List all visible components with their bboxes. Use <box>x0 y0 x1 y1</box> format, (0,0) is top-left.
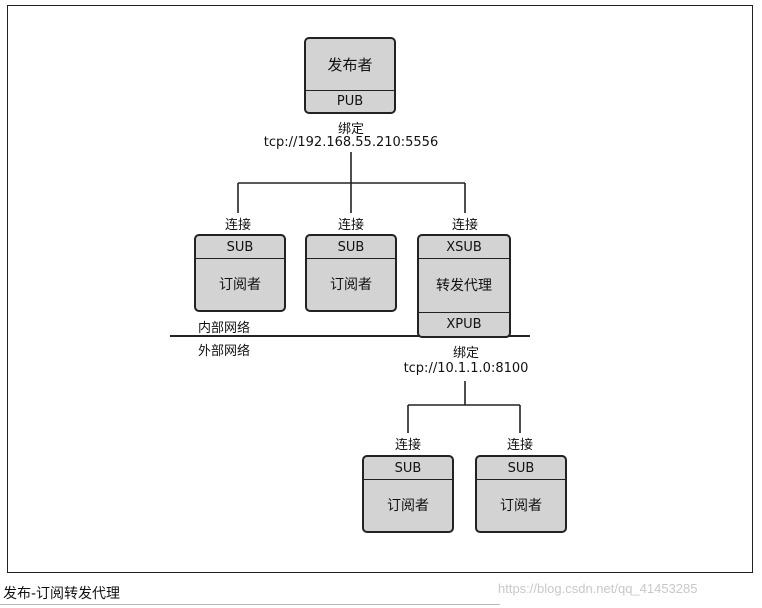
outer-subscriber-2: SUB 订阅者 <box>475 455 567 533</box>
publisher-name: 发布者 <box>327 56 373 74</box>
connect-label-5: 连接 <box>506 438 533 453</box>
proxy-name: 转发代理 <box>436 278 492 294</box>
outer-subscriber-1: SUB 订阅者 <box>362 455 454 533</box>
subscriber-name: 订阅者 <box>387 498 429 514</box>
proxy-bind-address: tcp://10.1.1.0:8100 <box>403 361 529 376</box>
subscriber-socket: SUB <box>477 457 565 480</box>
proxy-output-socket: XPUB <box>419 312 509 336</box>
connect-label-1: 连接 <box>224 218 251 233</box>
subscriber-name: 订阅者 <box>500 498 542 514</box>
proxy-node: XSUB 转发代理 XPUB <box>417 234 511 338</box>
publisher-node: 发布者 PUB <box>304 37 396 114</box>
publisher-bind-address: tcp://192.168.55.210:5556 <box>263 135 439 150</box>
figure-caption: 发布-订阅转发代理 <box>3 586 121 602</box>
connect-label-2: 连接 <box>337 218 364 233</box>
watermark: https://blog.csdn.net/qq_41453285 <box>498 581 698 596</box>
connect-label-3: 连接 <box>451 218 478 233</box>
subscriber-name: 订阅者 <box>330 277 372 293</box>
inner-network-label: 内部网络 <box>198 321 251 336</box>
outer-network-label: 外部网络 <box>198 344 251 359</box>
subscriber-socket: SUB <box>196 236 284 259</box>
proxy-input-socket: XSUB <box>419 236 509 259</box>
subscriber-socket: SUB <box>307 236 395 259</box>
subscriber-name: 订阅者 <box>219 277 261 293</box>
proxy-bind-label: 绑定 <box>452 346 479 361</box>
publisher-socket: PUB <box>306 90 394 112</box>
subscriber-socket: SUB <box>364 457 452 480</box>
inner-subscriber-2: SUB 订阅者 <box>305 234 397 312</box>
caption-divider <box>0 604 500 605</box>
inner-subscriber-1: SUB 订阅者 <box>194 234 286 312</box>
publisher-bind-label: 绑定 <box>337 122 364 137</box>
connect-label-4: 连接 <box>394 438 421 453</box>
